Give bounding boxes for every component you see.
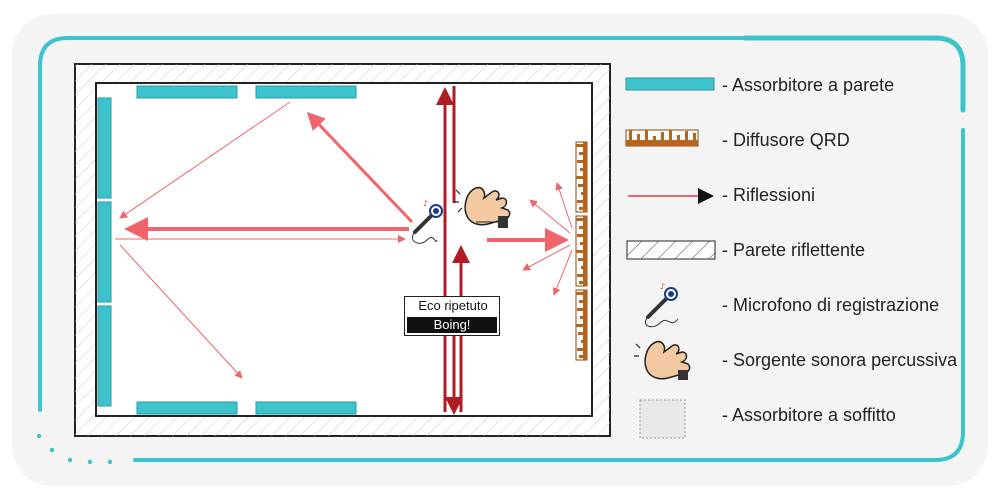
svg-text:♪: ♪: [423, 199, 428, 208]
microphone-icon: ♪: [411, 199, 443, 244]
reflection-ray-up: [306, 111, 414, 224]
absorber-top-2: [255, 85, 357, 99]
echo-sound: Boing!: [407, 317, 497, 333]
reflection-ray-bottom: [119, 244, 243, 379]
diffuse-ray-3: [522, 244, 571, 271]
diffuse-ray-4: [552, 249, 573, 296]
legend-clapping-hands-icon: [634, 340, 691, 380]
legend: ♪: [625, 77, 716, 439]
room-interior: [95, 82, 593, 417]
echo-callout: Eco ripetuto Boing!: [404, 296, 500, 336]
legend-wall-absorber-swatch: [625, 77, 715, 91]
legend-label-wall-absorber: - Assorbitore a parete: [722, 75, 895, 95]
legend-label-recording-mic: - Microfono di registrazione: [722, 295, 940, 315]
legend-microphone-icon: ♪: [644, 282, 679, 328]
legend-label-reflections: - Riflessioni: [722, 185, 816, 205]
qrd-diffuser-3: [575, 289, 588, 361]
legend-label-percussive-source: - Sorgente sonora percussiva: [722, 350, 958, 370]
legend-qrd-diffuser-swatch: [625, 129, 699, 147]
decorative-frame: [36, 35, 966, 465]
svg-text:♪: ♪: [660, 282, 665, 291]
absorber-left-1: [97, 97, 112, 199]
qrd-diffuser-2: [575, 215, 588, 287]
absorber-bottom-1: [136, 401, 238, 415]
echo-title: Eco ripetuto: [418, 298, 488, 313]
absorber-left-3: [97, 305, 112, 407]
absorber-left-2: [97, 201, 112, 303]
diffuse-ray-2: [555, 182, 573, 229]
legend-label-ceiling-absorber: - Assorbitore a soffitto: [722, 405, 896, 425]
legend-ceiling-absorber-swatch: [639, 399, 686, 439]
reflection-rays: [115, 101, 573, 379]
qrd-diffusers: [575, 141, 588, 361]
qrd-diffuser-1: [575, 141, 588, 213]
legend-reflective-wall-swatch: [626, 240, 716, 260]
legend-label-qrd-diffuser: - Diffusore QRD: [722, 130, 850, 150]
reflection-ray-top-left: [119, 101, 291, 219]
absorber-top-1: [136, 85, 238, 99]
room: [74, 63, 611, 437]
wall-absorbers: [97, 85, 357, 415]
absorber-bottom-2: [255, 401, 357, 415]
diffuse-ray-1: [529, 199, 571, 234]
clapping-hands-icon: [454, 186, 511, 228]
legend-label-reflective-wall: - Parete riflettente: [722, 240, 866, 260]
